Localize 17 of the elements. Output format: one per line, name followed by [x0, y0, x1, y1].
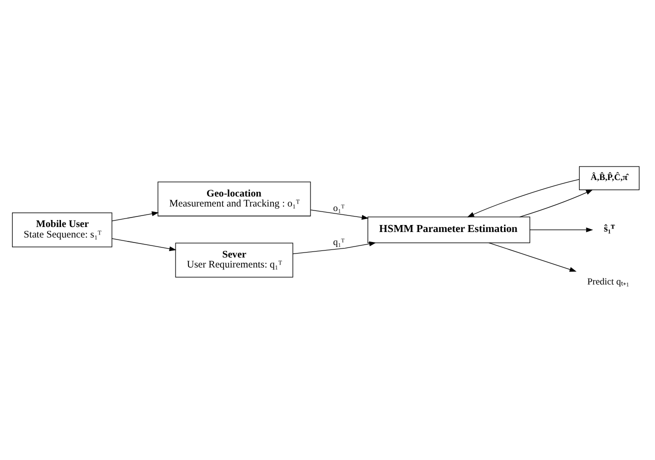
- arrow: [519, 189, 593, 217]
- edge-label: o₁ᵀ: [333, 203, 345, 214]
- arrow: [112, 238, 176, 251]
- node-box: Mobile User State Sequence: s₁ᵀ: [12, 212, 112, 247]
- edge-label: q₁ᵀ: [333, 238, 345, 248]
- node-box: Â,B̂,P̂,Ĉ,π̂: [579, 166, 640, 190]
- arrow: [310, 209, 369, 220]
- node-text: ŝ₁ᵀ: [604, 223, 615, 234]
- node-box: HSMM Parameter Estimation: [368, 216, 530, 243]
- arrow: [467, 178, 580, 217]
- arrow: [112, 210, 159, 221]
- node-box: Sever User Requirements: q₁ᵀ: [175, 242, 294, 277]
- arrow: [292, 240, 376, 254]
- node-box: Geo-location Measurement and Tracking : o₁ᵀ: [158, 181, 311, 216]
- node-text: Predict qₜ₊₁: [587, 276, 630, 287]
- arrow: [488, 242, 577, 272]
- arrow: [530, 226, 594, 232]
